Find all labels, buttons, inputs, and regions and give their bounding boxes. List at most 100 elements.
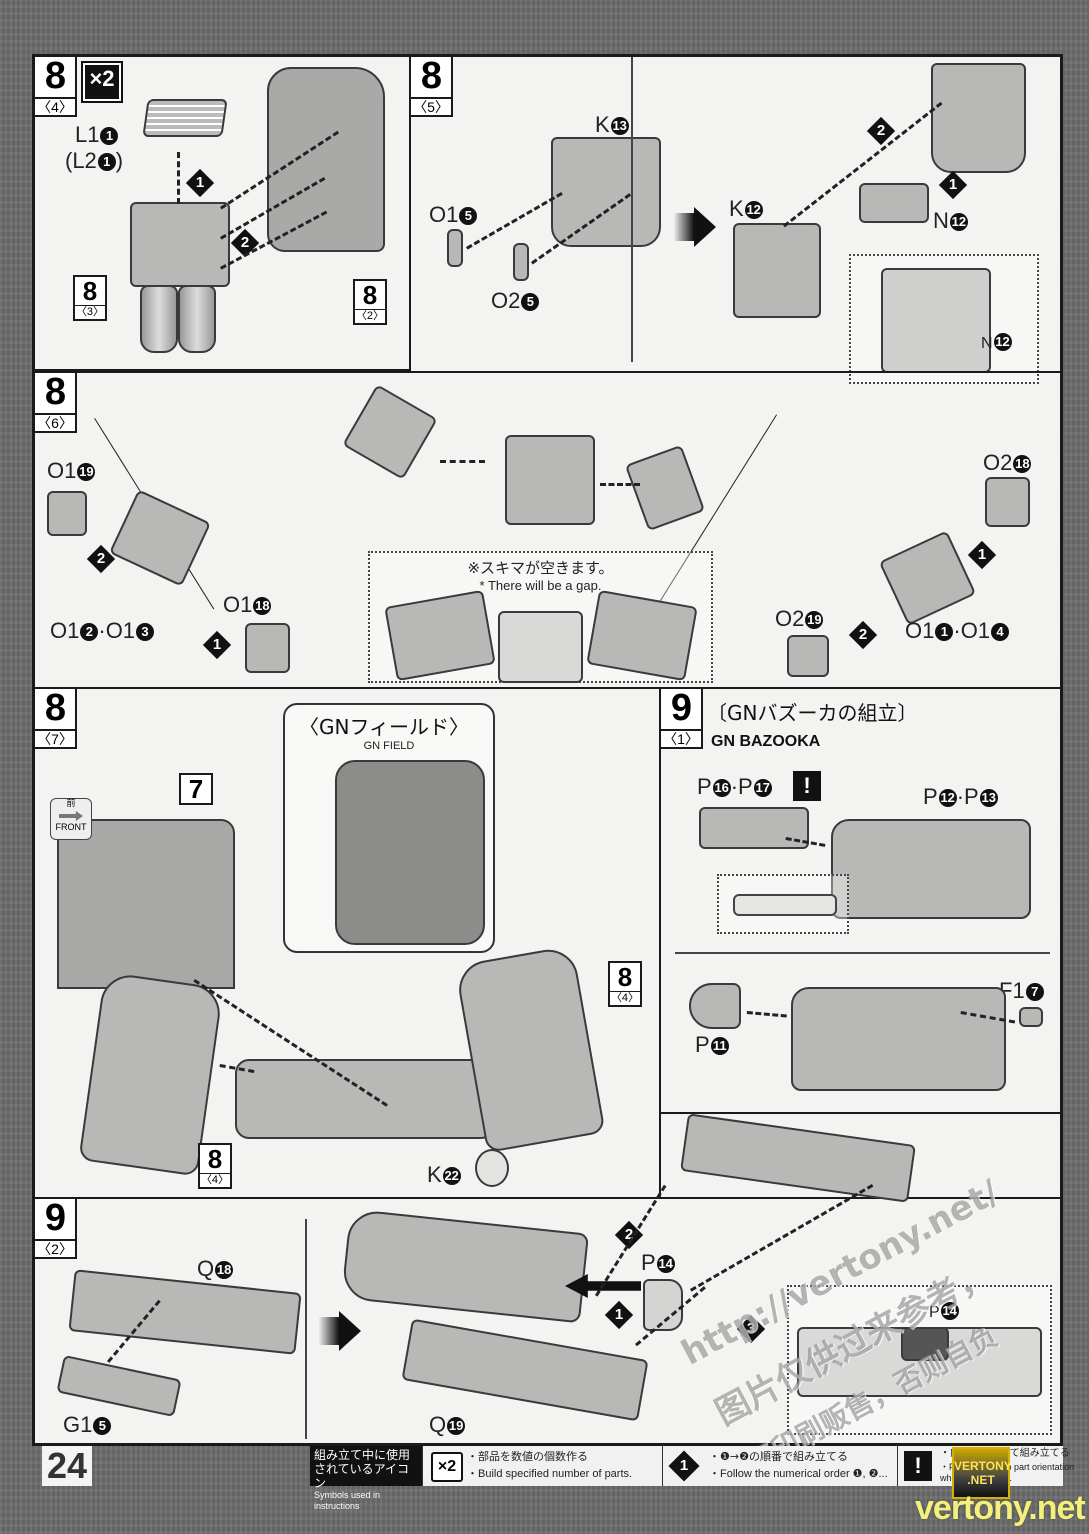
gap-note-jp: ※スキマが空きます。 (467, 559, 614, 577)
ref-step-8-4-left: 8〈4〉 (198, 1143, 232, 1189)
part-p12-p13-barrel (831, 819, 1031, 919)
part-g1-5 (56, 1354, 182, 1418)
ref-step-8-3: 8〈3〉 (73, 275, 107, 321)
step-number: 9 (44, 1197, 66, 1239)
part-left-arm-connector (342, 384, 438, 480)
part-k22-cap (475, 1149, 509, 1187)
connector-detail-box (717, 874, 849, 934)
front-direction-icon: 前 FRONT (50, 798, 92, 840)
gn-field-title-jp: 〈GNフィールド〉 (299, 715, 470, 739)
gn-field-title-en: GN FIELD (363, 740, 415, 752)
vertony-site-watermark: vertony.net (915, 1489, 1086, 1527)
part-bazooka-barrel-assembled (791, 987, 1006, 1091)
substep-number: 〈5〉 (411, 97, 451, 115)
part-o1-18 (245, 623, 290, 673)
ref-step-7: 7 (179, 773, 213, 805)
divider-line (305, 1219, 307, 1439)
orientation-warning-icon: ! (904, 1451, 932, 1481)
part-p16-p17 (699, 807, 809, 849)
order-1-icon: 1 (938, 170, 968, 200)
part-o1-joint (447, 229, 463, 267)
divider-line (675, 952, 1050, 954)
substep-number: 〈2〉 (35, 1239, 75, 1257)
part-o1-1-4-body (878, 530, 977, 626)
next-step-arrow-icon (319, 1311, 361, 1351)
connector-detail-part (733, 894, 837, 916)
step-number: 8 (44, 55, 66, 97)
orientation-warning-icon: ! (793, 771, 821, 801)
part-center-assembly (235, 1059, 495, 1139)
order-diamond-icon: 1 (668, 1450, 700, 1482)
gn-bazooka-title-en: GN BAZOOKA (711, 733, 821, 750)
gundam-torso-view (57, 819, 235, 989)
part-p11 (689, 983, 741, 1029)
part-k13-armor (551, 137, 661, 247)
assembly-arrow (440, 460, 485, 463)
part-l1-vent (142, 99, 228, 137)
part-p14 (643, 1279, 683, 1331)
substep-number: 〈1〉 (661, 729, 701, 747)
part-tank-cylinder-right (178, 285, 216, 353)
part-o2-18 (985, 477, 1030, 527)
order-1-icon: 1 (604, 1300, 634, 1330)
part-o2-joint (513, 243, 529, 281)
step-number: 8 (420, 55, 442, 97)
gn-field-balloon: 〈GNフィールド〉 GN FIELD (283, 703, 495, 953)
part-armor-assembled (931, 63, 1026, 173)
multiplier-x2-icon: ×2 (431, 1452, 463, 1482)
part-o1-19 (47, 491, 87, 536)
gap-detail-box: ※スキマが空きます。 * There will be a gap. (368, 551, 713, 683)
step-number-box: 9 〈1〉 (661, 689, 703, 749)
assembly-arrow-1 (177, 152, 180, 204)
ref-step-8-4-right: 8〈4〉 (608, 961, 642, 1007)
assembly-arrow (466, 192, 563, 250)
assembly-arrow (600, 483, 640, 486)
gap-center-block (498, 611, 583, 683)
order-1-icon: 1 (967, 540, 997, 570)
legend-item-multiplier: ×2 ・部品を数値の個数作る ・Build specified number o… (422, 1446, 662, 1486)
part-bazooka-barrel (340, 1208, 590, 1324)
order-2-icon: 2 (86, 544, 116, 574)
part-q19 (401, 1318, 649, 1422)
part-tank-body (130, 202, 230, 287)
step-number: 8 (44, 371, 66, 413)
step-number: 8 (44, 687, 66, 729)
legend-title: 組み立て中に使用 されているアイコン Symbols used in instr… (310, 1446, 422, 1511)
page-number: 24 (42, 1446, 92, 1486)
order-2-icon: 2 (848, 620, 878, 650)
next-step-arrow-icon (674, 207, 716, 247)
step-number: 9 (670, 687, 692, 729)
part-center-block (505, 435, 595, 525)
assembly-arrow (746, 1011, 787, 1018)
detail-n12-part (881, 268, 991, 373)
gap-left-arm (384, 589, 496, 682)
multiplier-x2-badge: ×2 (83, 63, 121, 101)
ref-step-8-2: 8〈2〉 (353, 279, 387, 325)
substep-number: 〈7〉 (35, 729, 75, 747)
part-o1-2-3-body (108, 489, 212, 587)
